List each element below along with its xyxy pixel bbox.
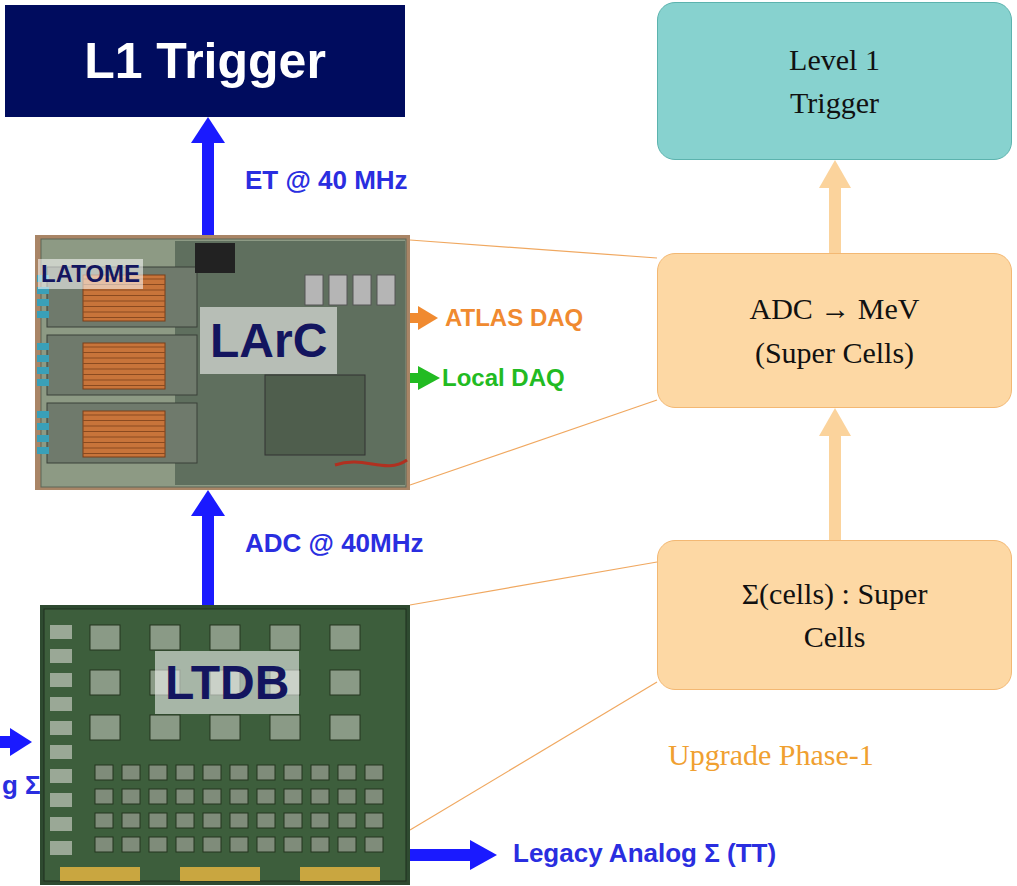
connector xyxy=(410,400,657,485)
daq-label: ATLAS DAQ xyxy=(445,304,583,332)
signal-label: ET @ 40 MHz xyxy=(245,165,408,196)
ltdb-board: LTDB xyxy=(40,605,410,885)
board-label: LATOME xyxy=(38,259,143,289)
board-label: LArC xyxy=(200,307,337,374)
larc-board: LATOME LArC xyxy=(35,235,410,490)
connector xyxy=(410,240,657,258)
connector xyxy=(191,490,225,605)
daq-label: Local DAQ xyxy=(442,364,565,392)
connector xyxy=(819,408,851,540)
trigger-box: L1 Trigger xyxy=(5,5,405,117)
connector xyxy=(191,117,225,235)
analog-arrow xyxy=(410,840,497,870)
box-label: L1 Trigger xyxy=(84,32,326,90)
connector xyxy=(410,682,657,830)
process-box: ADC → MeV (Super Cells) xyxy=(657,253,1012,408)
box-label: ADC → MeV (Super Cells) xyxy=(735,287,935,374)
signal-label: ADC @ 40MHz xyxy=(245,528,423,559)
board-label: LTDB xyxy=(155,651,299,714)
daq-arrow xyxy=(366,306,438,330)
board-photo xyxy=(40,605,410,885)
process-box: Level 1 Trigger xyxy=(657,2,1012,160)
box-label: Level 1 Trigger xyxy=(760,38,910,125)
phase-label: Upgrade Phase-1 xyxy=(668,738,874,772)
connector xyxy=(410,562,657,605)
box-label: Σ(cells) : Super Cells xyxy=(735,572,935,659)
signal-label: g Σ xyxy=(2,770,41,801)
process-box: Σ(cells) : Super Cells xyxy=(657,540,1012,690)
analog-arrow xyxy=(0,728,32,756)
connector xyxy=(819,160,851,253)
daq-arrow xyxy=(365,366,440,390)
signal-label: Legacy Analog Σ (TT) xyxy=(513,838,776,869)
